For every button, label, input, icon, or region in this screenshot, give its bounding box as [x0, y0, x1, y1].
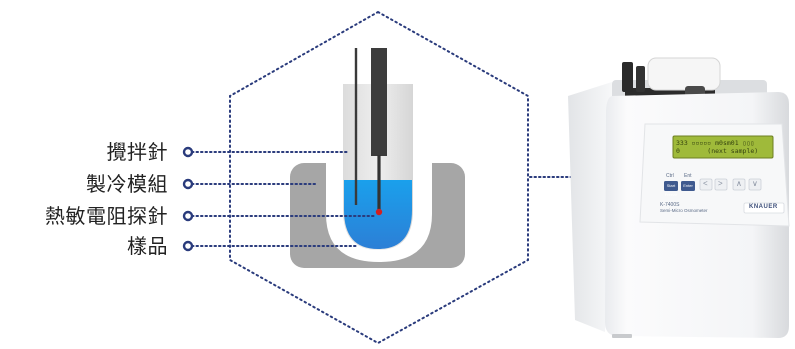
thermistor-marker: [184, 212, 192, 220]
label-stirrer: 攪拌針: [107, 139, 169, 165]
nav-left-glyph: <: [703, 181, 708, 187]
brand-logo-text: KNAUER: [749, 204, 778, 210]
thermistor-probe-tip: [376, 209, 382, 215]
label-sample: 樣品: [127, 233, 168, 259]
head-post-mid: [636, 66, 645, 92]
label-cooling-block: 製冷模組: [86, 171, 168, 197]
lcd-line-1: 333 ▫▫▫▫▫ m0sm01 ▯▯▯: [676, 139, 754, 147]
nav-up-glyph: ∧: [736, 181, 742, 187]
stirrer-marker: [184, 148, 192, 156]
sample-marker: [184, 242, 192, 250]
lcd-line-2: 0 (next sample): [676, 147, 758, 155]
model-subtitle: Semi-Micro Osmometer: [660, 208, 708, 214]
head-post-left: [622, 62, 633, 92]
osmometer-instrument: [568, 58, 789, 338]
start-freeze-top-label: Ctrl: [666, 173, 674, 179]
nav-right-glyph: >: [718, 181, 723, 187]
start-freeze-label: Start Freeze: [664, 181, 678, 199]
instrument-foot: [612, 334, 632, 338]
nav-down-glyph: ∨: [752, 181, 758, 187]
label-thermistor: 熱敏電阻探針: [45, 203, 168, 229]
measuring-head: [648, 58, 720, 90]
cooling-block-marker: [184, 180, 192, 188]
enter-top-label: Ent: [684, 173, 692, 179]
thermistor-probe-body: [371, 48, 387, 156]
enter-label: Enter: [681, 181, 695, 190]
